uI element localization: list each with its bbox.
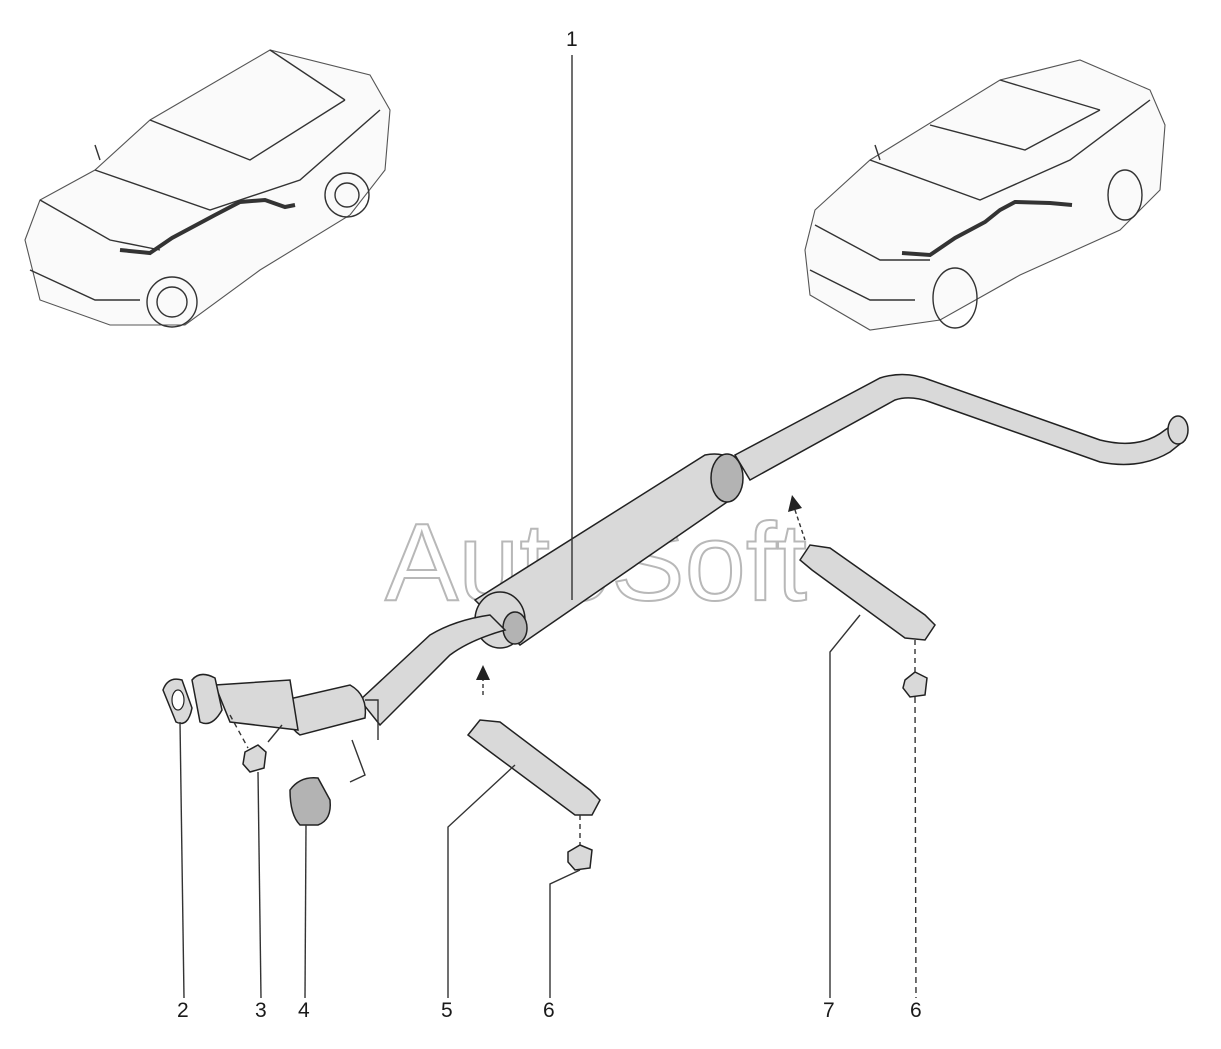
insulator-part-4 [289,777,331,826]
nut-part-6b [902,640,928,698]
callout-2: 2 [177,999,189,1022]
nut-part-3 [229,714,267,773]
callout-1: 1 [566,28,578,51]
bracket-part-7 [788,495,936,641]
callout-6b: 6 [910,999,922,1022]
callout-4: 4 [298,999,310,1022]
leader-lines [179,55,917,999]
callout-3: 3 [255,999,267,1022]
callout-6a: 6 [543,999,555,1022]
nut-part-6a [567,815,593,871]
exhaust-main-assembly [191,373,1189,783]
callout-5: 5 [441,999,453,1022]
wagon-illustration [24,49,391,328]
sedan-exhaust-highlight [901,199,1073,258]
bracket-part-5 [466,665,601,816]
callout-7: 7 [823,999,835,1022]
gasket-part-2 [162,678,193,725]
wagon-exhaust-highlight [119,197,296,256]
sedan-illustration [804,59,1166,331]
